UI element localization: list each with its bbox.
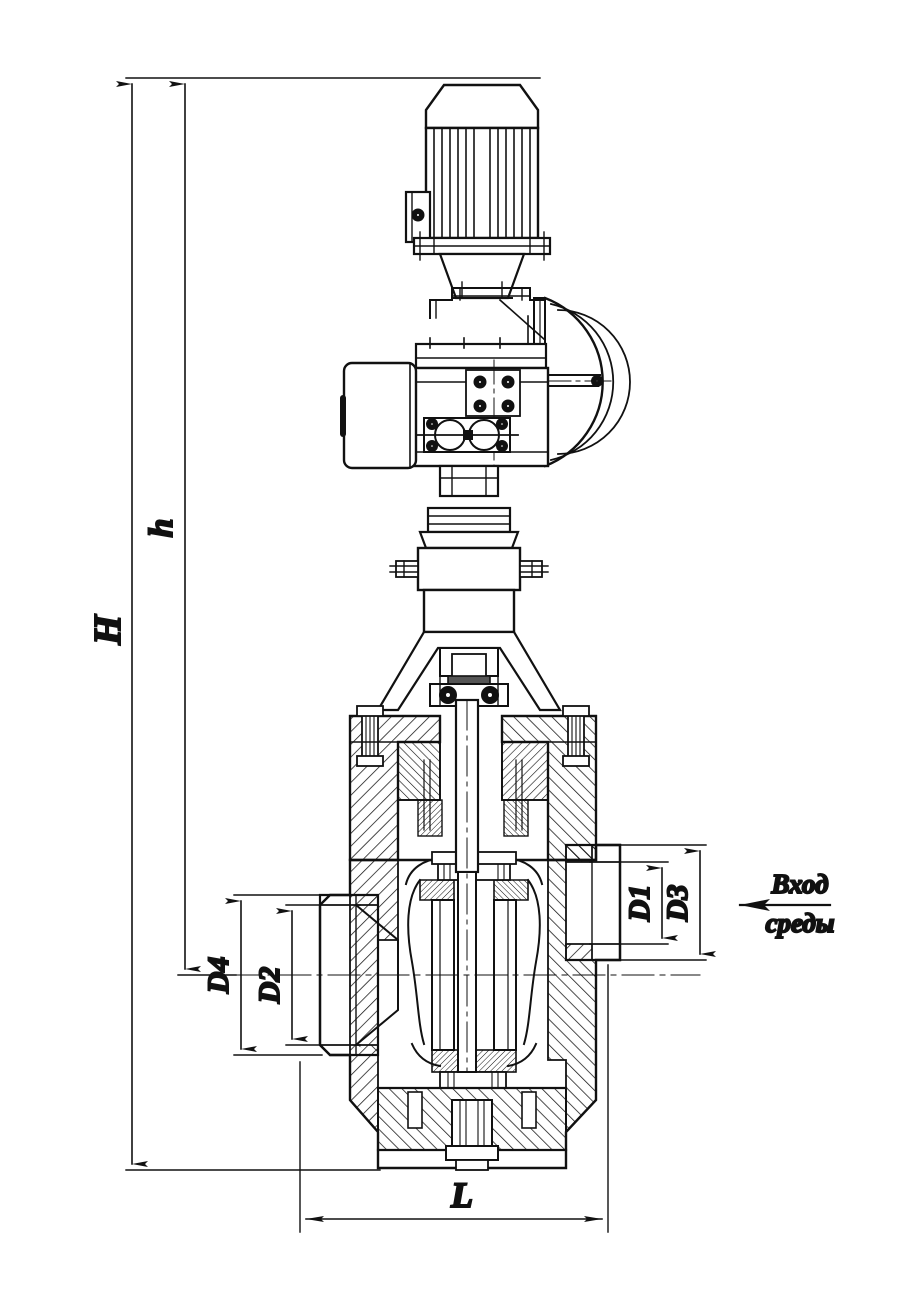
limit-switch-box [340, 361, 418, 470]
dimension-H: H [86, 77, 541, 1171]
dimension-L: L [299, 964, 609, 1233]
dimension-D2: D2 [252, 904, 361, 1046]
dimension-D1-label: D1 [623, 885, 656, 923]
bottom-cover [376, 1086, 568, 1171]
yoke [376, 630, 562, 712]
coupling [389, 506, 549, 634]
dimension-h: h [142, 81, 237, 976]
dimension-D4: D4 [201, 894, 323, 1056]
terminal-box [404, 190, 432, 244]
stem [454, 698, 480, 1073]
body [229, 698, 701, 1171]
dimension-D1: D1 [589, 861, 678, 945]
bonnet-studs [356, 705, 590, 767]
bonnet [348, 705, 598, 862]
dimension-L-label: L [450, 1175, 473, 1215]
dimension-D4-label: D4 [202, 957, 235, 995]
flow-inlet-line1: Вход [771, 869, 829, 899]
dimension-D2-label: D2 [253, 967, 286, 1005]
coupling-bolts [389, 560, 549, 578]
dimension-D3: D3 [615, 844, 716, 961]
dimension-h-label: h [143, 519, 180, 538]
gearbox-bolt-pattern [473, 375, 515, 413]
flow-inlet-line2: среды [766, 908, 835, 938]
gearbox [340, 287, 550, 498]
dimension-D3-label: D3 [661, 885, 694, 923]
motor [404, 83, 552, 300]
dimension-H-label: H [87, 614, 129, 646]
motor-cooling-fins [433, 127, 531, 239]
flow-inlet-annotation: Вход среды [738, 868, 835, 939]
